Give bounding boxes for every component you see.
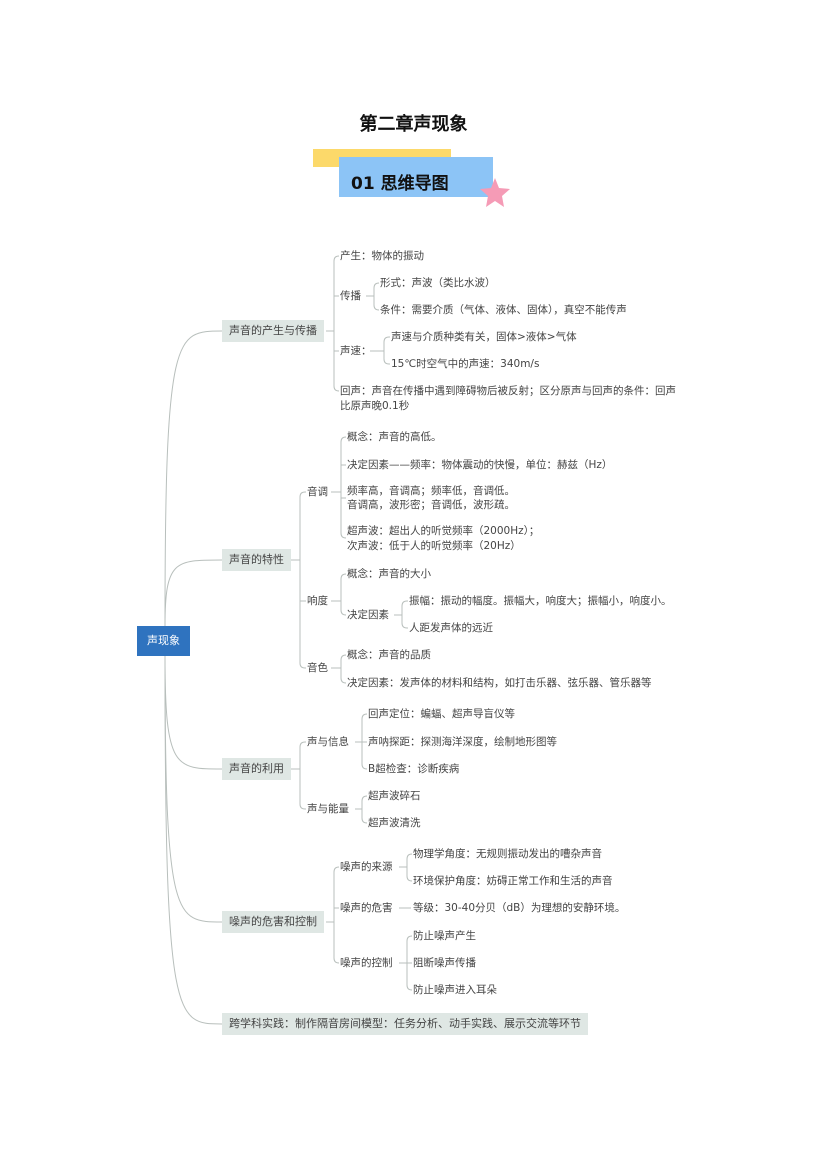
connector-line	[401, 600, 408, 615]
node: 15℃时空气中的声速：340m/s	[391, 358, 540, 370]
node: 声速与介质种类有关，固体>液体>气体	[391, 331, 577, 343]
node: 等级：30-40分贝（dB）为理想的安静环境。	[413, 902, 626, 914]
connector-line	[299, 560, 306, 669]
node: 概念：声音的品质	[347, 649, 431, 661]
connector-line	[383, 336, 390, 351]
connector-line	[164, 655, 223, 770]
connector-line	[361, 713, 368, 742]
node: 概念：声音的大小	[347, 568, 431, 580]
node: 超声波清洗	[368, 817, 421, 829]
connector-line	[406, 963, 413, 991]
node: 形式：声波（类比水波）	[380, 277, 496, 289]
connector-line	[333, 922, 340, 964]
node: B超检查：诊断疾病	[368, 763, 460, 775]
connector-line	[361, 809, 368, 824]
node: 产生：物体的振动	[340, 250, 424, 262]
connector-line	[299, 769, 306, 810]
star-icon	[480, 178, 510, 207]
connector-line	[299, 741, 306, 769]
connector-line	[406, 935, 413, 963]
node: 阻断噪声传播	[413, 957, 476, 969]
node: 防止噪声进入耳朵	[413, 984, 497, 996]
node: 声与能量	[307, 803, 349, 815]
node: 环境保护角度：妨碍正常工作和生活的声音	[413, 875, 613, 887]
node: 回声：声音在传播中遇到障碍物后被反射；区分原声与回声的条件：回声	[340, 385, 676, 397]
connector-line	[164, 655, 223, 1025]
connector-line	[340, 668, 347, 684]
connector-line	[340, 436, 347, 492]
connector-line	[401, 615, 408, 629]
connector-line	[373, 282, 380, 296]
node: 比原声晚0.1秒	[340, 400, 410, 412]
node: 噪声的危害	[340, 902, 393, 914]
node: 概念：声音的高低。	[347, 431, 442, 443]
connector-line	[340, 601, 347, 616]
branch-sound-uses: 声音的利用	[222, 758, 291, 780]
branch-noise: 噪声的危害和控制	[222, 911, 324, 933]
branch-practice: 跨学科实践：制作隔音房间模型：任务分析、动手实践、展示交流等环节	[222, 1013, 588, 1035]
node: 响度	[307, 595, 328, 607]
node: 决定因素	[347, 609, 389, 621]
connector-line	[373, 296, 380, 311]
node: 人距发声体的远近	[409, 622, 493, 634]
connector-line	[406, 853, 413, 867]
connector-line	[333, 331, 340, 392]
node: 音色	[307, 662, 328, 674]
node: 物理学角度：无规则振动发出的嘈杂声音	[413, 848, 602, 860]
node: 噪声的来源	[340, 861, 393, 873]
node: 次声波：低于人的听觉频率（20Hz）	[347, 540, 521, 552]
branch-sound-characteristics: 声音的特性	[222, 549, 291, 571]
mindmap-root: 声现象	[137, 626, 190, 656]
node: 回声定位：蝙蝠、超声导盲仪等	[368, 708, 515, 720]
node: 超声波：超出人的听觉频率（2000Hz）；	[347, 525, 540, 537]
node: 声速：	[340, 345, 372, 357]
connector-line	[333, 255, 340, 331]
node: 防止噪声产生	[413, 930, 476, 942]
connector-line	[333, 866, 340, 922]
connector-line	[406, 867, 413, 882]
connector-line	[164, 559, 223, 627]
connector-line	[340, 492, 347, 539]
connector-line	[383, 351, 390, 365]
node: 决定因素——频率：物体震动的快慢，单位：赫兹（Hz）	[347, 459, 613, 471]
node: 声呐探距：探测海洋深度，绘制地形图等	[368, 736, 557, 748]
node: 条件：需要介质（气体、液体、固体），真空不能传声	[380, 304, 627, 316]
node: 音调	[307, 486, 328, 498]
node: 音调高，波形密；音调低，波形疏。	[347, 499, 515, 511]
connector-line	[340, 654, 347, 668]
connector-line	[361, 742, 368, 770]
connector-line	[299, 491, 306, 560]
node: 超声波碎石	[368, 790, 421, 802]
blue-header-bar	[339, 157, 493, 197]
node: 振幅：振动的幅度。振幅大，响度大；振幅小，响度小。	[409, 595, 672, 607]
connector-line	[361, 795, 368, 809]
node: 传播	[340, 290, 361, 302]
connector-line	[164, 655, 223, 923]
section-heading: 01 思维导图	[351, 174, 449, 194]
connector-line	[340, 573, 347, 601]
node: 噪声的控制	[340, 957, 393, 969]
node: 频率高，音调高；频率低，音调低。	[347, 485, 515, 497]
node: 决定因素：发声体的材料和结构，如打击乐器、弦乐器、管乐器等	[347, 677, 652, 689]
connector-line	[164, 330, 223, 627]
branch-sound-production: 声音的产生与传播	[222, 320, 324, 342]
node: 声与信息	[307, 736, 349, 748]
page-title: 第二章声现象	[359, 114, 468, 135]
